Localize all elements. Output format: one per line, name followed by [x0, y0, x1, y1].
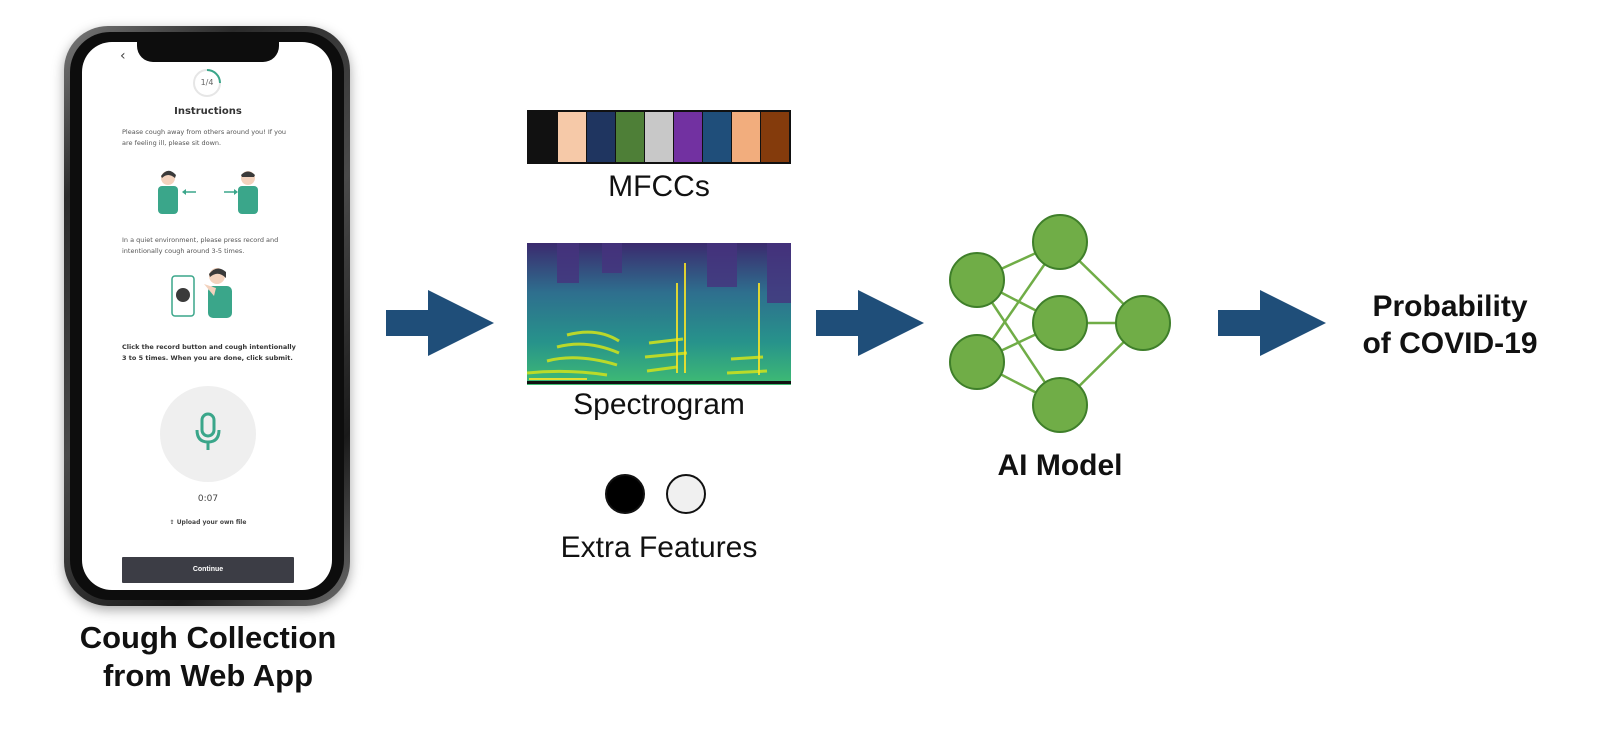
mfcc-cell-1: [529, 112, 558, 162]
arrow-shape: [1218, 290, 1326, 356]
arrow-icon-3: [1218, 290, 1326, 356]
upload-icon: ⇪: [169, 519, 177, 526]
progress-arc: [206, 69, 221, 84]
mfcc-cell-4: [616, 112, 645, 162]
probability-line-2: of COVID-19: [1362, 327, 1538, 360]
neural-network-diagram: [949, 214, 1171, 433]
mfccs-label: MFCCs: [608, 170, 710, 203]
arrow-shape: [386, 290, 494, 356]
record-button[interactable]: [160, 386, 256, 482]
mfcc-cell-7: [703, 112, 732, 162]
arrow-shape: [816, 290, 924, 356]
continue-button[interactable]: Continue: [122, 557, 294, 583]
microphone-icon: [195, 412, 221, 450]
spectrogram-image: [527, 243, 791, 385]
recording-timer: 0:07: [197, 494, 219, 504]
nn-node-2-0: [1115, 295, 1171, 351]
mfcc-cell-9: [761, 112, 789, 162]
spectrogram-label: Spectrogram: [573, 388, 745, 421]
arrow-icon-1: [386, 290, 494, 356]
nn-node-1-2: [1032, 377, 1088, 433]
phone-screen: [82, 42, 332, 590]
mfcc-color-bar: [527, 110, 791, 164]
nn-node-0-0: [949, 252, 1005, 308]
phone-notch: [137, 42, 279, 62]
probability-line-1: Probability: [1372, 290, 1528, 323]
mfcc-cell-8: [732, 112, 761, 162]
extra-feature-dot-black: [605, 474, 645, 514]
extra-feature-dot-white: [666, 474, 706, 514]
ai-model-label: AI Model: [997, 449, 1123, 482]
nn-node-0-1: [949, 334, 1005, 390]
back-chevron-icon[interactable]: ‹: [120, 48, 126, 64]
arrow-icon-2: [816, 290, 924, 356]
instructions-title: Instructions: [174, 106, 242, 117]
recording-illustration: [171, 268, 232, 318]
cough-caption-line-1: Cough Collection: [79, 620, 337, 655]
cough-collection-caption: Cough Collection from Web App: [40, 619, 376, 695]
nn-node-1-1: [1032, 295, 1088, 351]
instruction-paragraph-1: Please cough away from others around you…: [122, 128, 287, 147]
mfcc-cell-6: [674, 112, 703, 162]
upload-link[interactable]: ⇪ Upload your own file: [140, 519, 276, 526]
upload-label: Upload your own file: [176, 519, 247, 526]
distancing-illustration: [158, 170, 258, 214]
mfcc-cell-5: [645, 112, 674, 162]
progress-label: 1/4: [200, 78, 214, 87]
nn-node-1-0: [1032, 214, 1088, 270]
extra-features-label: Extra Features: [560, 531, 758, 564]
spectrogram-axis-line: [527, 381, 791, 384]
progress-ring: [193, 69, 221, 97]
mfcc-cell-2: [558, 112, 587, 162]
instruction-paragraph-2: In a quiet environment, please press rec…: [122, 236, 279, 255]
probability-caption: Probability of COVID-19: [1340, 288, 1560, 362]
mfcc-cell-3: [587, 112, 616, 162]
cough-caption-line-2: from Web App: [102, 658, 314, 693]
instruction-paragraph-3: Click the record button and cough intent…: [122, 343, 296, 362]
